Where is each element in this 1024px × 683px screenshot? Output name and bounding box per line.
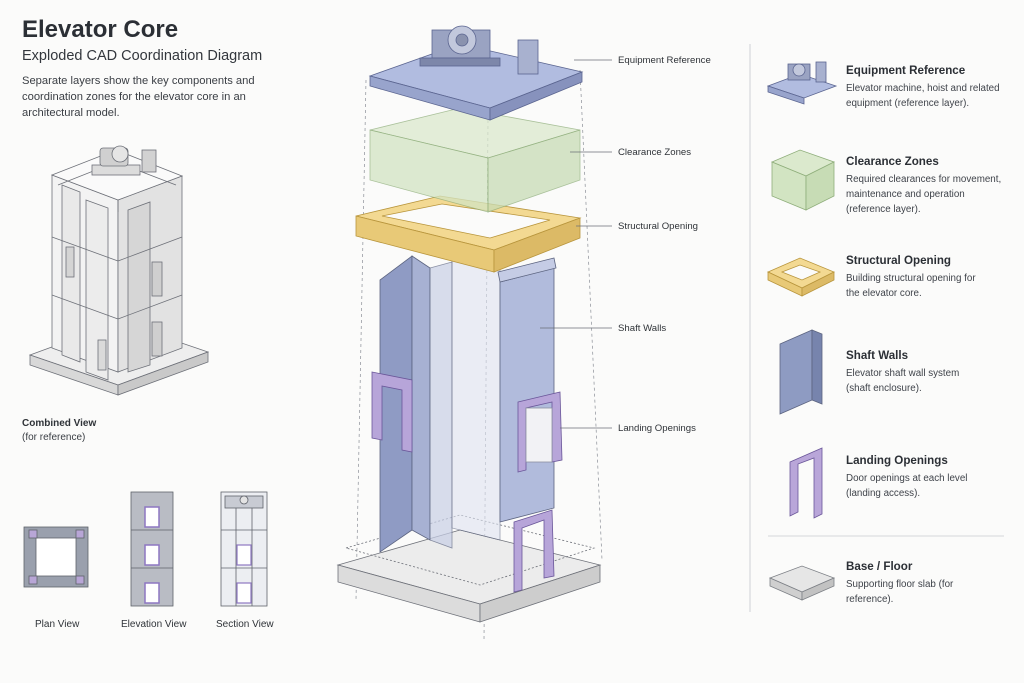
callout-equipment-reference: Equipment Reference <box>618 55 711 66</box>
legend-title-landing: Landing Openings <box>846 454 948 467</box>
elevation-view-label: Elevation View <box>121 619 187 630</box>
shaft-walls <box>379 249 557 553</box>
landing-openings <box>371 371 563 593</box>
slab-icon <box>768 565 836 601</box>
page-subtitle: Exploded CAD Coordination Diagram <box>22 48 263 64</box>
page-title: Elevator Core <box>22 16 179 43</box>
callout-landing-openings: Landing Openings <box>618 423 696 434</box>
combined-view-note: (for reference) <box>22 432 86 443</box>
callout-clearance-zones: Clearance Zones <box>618 147 692 158</box>
legend-title-shaft-walls: Shaft Walls <box>846 349 909 362</box>
door-frame-icon <box>789 447 823 519</box>
legend-desc-shaft-walls: Elevator shaft wall system (shaft enclos… <box>846 368 960 394</box>
page-description: Separate layers show the key components … <box>22 75 255 119</box>
structural-opening <box>355 195 582 273</box>
legend-desc-landing: Door openings at each level (landing acc… <box>846 473 968 499</box>
legend-title-structural: Structural Opening <box>846 254 951 267</box>
callout-structural-opening: Structural Opening <box>618 221 698 232</box>
legend-title-equipment: Equipment Reference <box>846 64 966 77</box>
legend-desc-structural: Building structural opening for the elev… <box>846 273 976 299</box>
combined-view-label: Combined View <box>22 418 97 429</box>
equipment-reference <box>368 25 584 121</box>
legend-desc-base: Supporting floor slab (for reference). <box>846 579 954 605</box>
section-view-label: Section View <box>216 619 274 630</box>
legend-desc-equipment: Elevator machine, hoist and related equi… <box>846 83 1000 109</box>
callout-shaft-walls: Shaft Walls <box>618 323 667 334</box>
clearance-zone <box>369 107 581 213</box>
legend-title-base: Base / Floor <box>846 560 913 573</box>
clearance-box-icon <box>770 149 836 211</box>
plan-view-label: Plan View <box>35 619 80 630</box>
machine-icon <box>766 61 838 105</box>
base-slab <box>336 514 602 623</box>
opening-frame-icon <box>767 257 835 297</box>
legend-title-clearance: Clearance Zones <box>846 155 939 168</box>
legend-desc-clearance: Required clearances for movement, mainte… <box>846 174 1002 215</box>
wall-panel-icon <box>779 329 823 415</box>
